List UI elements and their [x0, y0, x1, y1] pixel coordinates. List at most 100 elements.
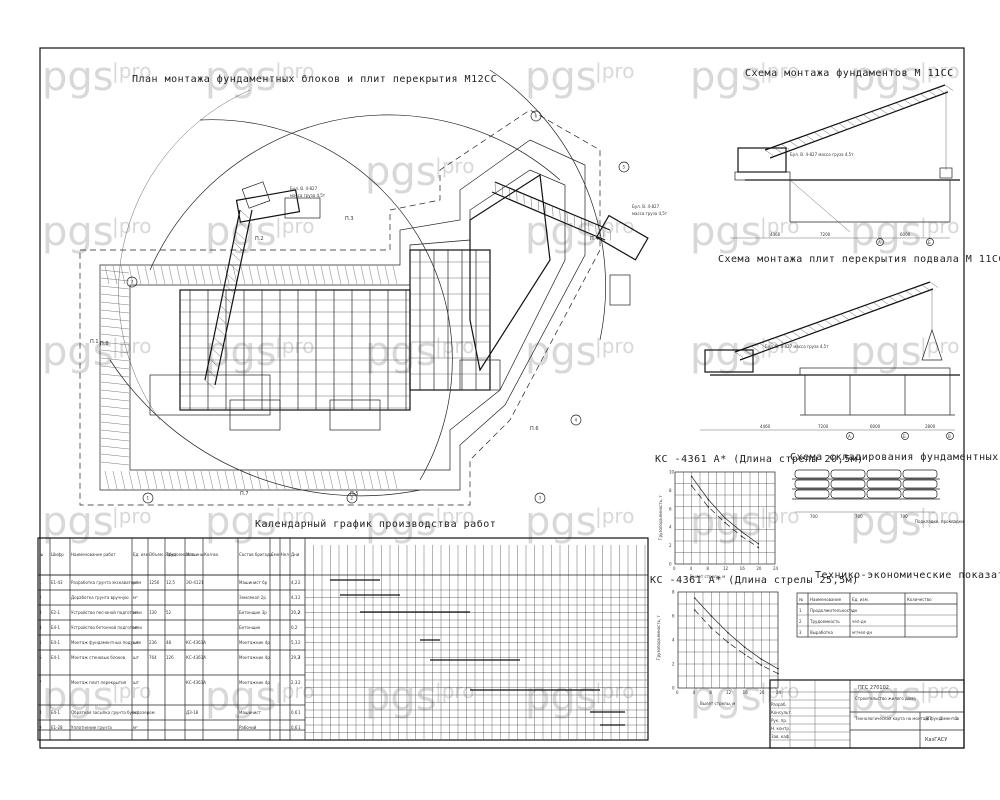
- storage-title: Схема складирования фундаментных подушек: [790, 451, 1000, 463]
- watermark-17: pgs: [525, 499, 597, 545]
- scheme1-title: Схема монтажа фундаментов М 11СС: [745, 67, 954, 79]
- plan-axis-label-5: 6: [535, 114, 538, 119]
- schedule-cell-6-0: 7: [39, 680, 42, 685]
- crane-scheme-1: Схема монтажа фундаментов М 11СС 4460 72…: [730, 67, 960, 246]
- schedule-cell-6-11: 2,3: [291, 680, 298, 685]
- chart1-xtick-24: 24: [773, 566, 779, 571]
- schedule-cell-0-11: 4,2: [291, 580, 298, 585]
- schedule-cell-3-8: Бетонщик: [239, 625, 261, 630]
- schedule-cell-2-2: Устройство песчаной подготовки: [71, 610, 142, 615]
- scheme1-dim-1: 4460: [770, 232, 781, 237]
- crane-right: [491, 181, 649, 306]
- watermark-11: pgs: [365, 329, 437, 375]
- tep-header-3: Количество: [907, 597, 932, 602]
- watermark-9: pgs: [42, 329, 114, 375]
- schedule-cell-0-4: 1256: [149, 580, 160, 585]
- watermark-13: pgs: [690, 329, 762, 375]
- watermark-sub-8: |pro: [760, 214, 799, 238]
- stamp-sheet: 1: [940, 716, 943, 721]
- crane-position-0: П.1: [90, 339, 99, 345]
- schedule-cell-0-0: 1: [39, 580, 42, 585]
- schedule-cell-6-2: Монтаж плит перекрытия: [71, 680, 127, 685]
- storage-note: Подкладки, прокладки: [915, 519, 964, 524]
- chart2-point-0-3: [743, 646, 746, 648]
- tep-header-2: Ед. изм.: [852, 597, 869, 602]
- plan-axis-label-6: 7: [131, 280, 134, 285]
- chart1-point-1-1: [707, 506, 710, 508]
- schedule-cell-7-6: ДЗ-18: [186, 710, 199, 715]
- schedule-cell-5-6: КС-4361А: [186, 655, 206, 660]
- watermark-26: pgs: [850, 54, 922, 100]
- watermark-sub-19: |pro: [920, 504, 959, 528]
- schedule-people-2: 2: [298, 610, 301, 615]
- chart2-ylabel: Грузоподъемность, т: [656, 614, 661, 660]
- chart2-ytick-4: 4: [672, 638, 675, 643]
- sheet-frame: [39, 47, 965, 749]
- scheme1-axis-a: А: [878, 240, 881, 245]
- chart2-point-1-5: [777, 672, 779, 675]
- watermark-sub-1: |pro: [275, 59, 314, 83]
- plan-callout-2-l2: масса груза 4,5т: [632, 211, 668, 216]
- chart1-point-0-1: [707, 498, 710, 501]
- schedule-people-5: 2: [298, 655, 301, 660]
- schedule-cell-5-3: шт: [133, 655, 140, 660]
- stamp-role-3: Н. контр.: [771, 726, 790, 731]
- chart2-series-0: [694, 597, 779, 670]
- tep-header-1: Наименование: [810, 597, 842, 602]
- schedule-cell-1-2: Доработка грунта вручную: [71, 595, 129, 600]
- schedule-people-4: 2: [298, 640, 301, 645]
- chart2-xtick-16: 16: [743, 690, 749, 695]
- watermark-sub-17: |pro: [595, 504, 634, 528]
- chart1-point-1-0: [690, 485, 693, 487]
- schedule-cell-0-6: ЭО-4121: [186, 580, 204, 585]
- crane-position-1: П.2: [255, 236, 264, 242]
- stamp-code: ПГС 270102: [858, 685, 889, 691]
- watermark-14: pgs: [42, 499, 114, 545]
- schedule-cell-2-4: 130: [149, 610, 157, 615]
- plan-axis-bubble-5: [530, 110, 542, 122]
- watermark-sub-26: |pro: [920, 59, 959, 83]
- scheme1-axis-b: Б: [928, 240, 931, 245]
- schedule-cell-6-3: шт: [133, 680, 140, 685]
- schedule-cell-0-2: Разработка грунта экскаватором: [71, 580, 141, 585]
- scheme2-dim-4: 2800: [925, 424, 936, 429]
- watermark-23: pgs: [525, 674, 597, 720]
- schedule-cell-7-11: 0,6: [291, 710, 298, 715]
- plan-axis-bubble-0: [142, 492, 154, 504]
- schedule-cell-3-3: м³: [133, 625, 138, 630]
- schedule-header-10: Чел: [281, 552, 289, 557]
- schedule-people-1: 2: [298, 595, 301, 600]
- schedule-cell-4-4: 236: [149, 640, 157, 645]
- watermark-21: pgs: [205, 674, 277, 720]
- chart1-xtick-8: 8: [706, 566, 709, 571]
- chart1-point-1-2: [724, 521, 726, 524]
- chart1-point-0-4: [757, 542, 760, 545]
- stamp-org: КазГАСУ: [925, 737, 947, 743]
- plan-axis-bubble-4: [618, 161, 630, 173]
- watermark-sub-16: |pro: [435, 504, 474, 528]
- stamp-role-1: Консульт.: [771, 710, 792, 715]
- tep-cell-2-2: м³/чел-дн: [852, 630, 873, 635]
- watermark-19: pgs: [850, 499, 922, 545]
- watermark-sub-0: |pro: [112, 59, 151, 83]
- chart2-point-1-2: [727, 641, 729, 644]
- chart1-point-1-3: [740, 535, 743, 538]
- schedule-cell-5-5: 126: [166, 655, 174, 660]
- schedule-cell-3-1: Е4-1: [51, 625, 61, 630]
- schedule-cell-2-11: 20,2: [291, 610, 300, 615]
- watermark-sub-21: |pro: [275, 679, 314, 703]
- chart2-point-1-1: [710, 627, 713, 629]
- chart1-xtick-12: 12: [723, 566, 729, 571]
- chart2-xtick-0: 0: [676, 690, 679, 695]
- schedule-cell-7-3: м³: [133, 710, 138, 715]
- schedule-cell-2-5: 52: [166, 610, 172, 615]
- schedule-cell-8-2: Уплотнение грунта: [71, 725, 112, 730]
- crane-position-2: П.3: [345, 216, 354, 222]
- storage-dim-1: 700: [810, 514, 818, 519]
- plan-axis-label-3: 4: [575, 418, 578, 423]
- storage-dim-3: 700: [900, 514, 908, 519]
- schedule-header-4: Объем работ: [149, 552, 177, 557]
